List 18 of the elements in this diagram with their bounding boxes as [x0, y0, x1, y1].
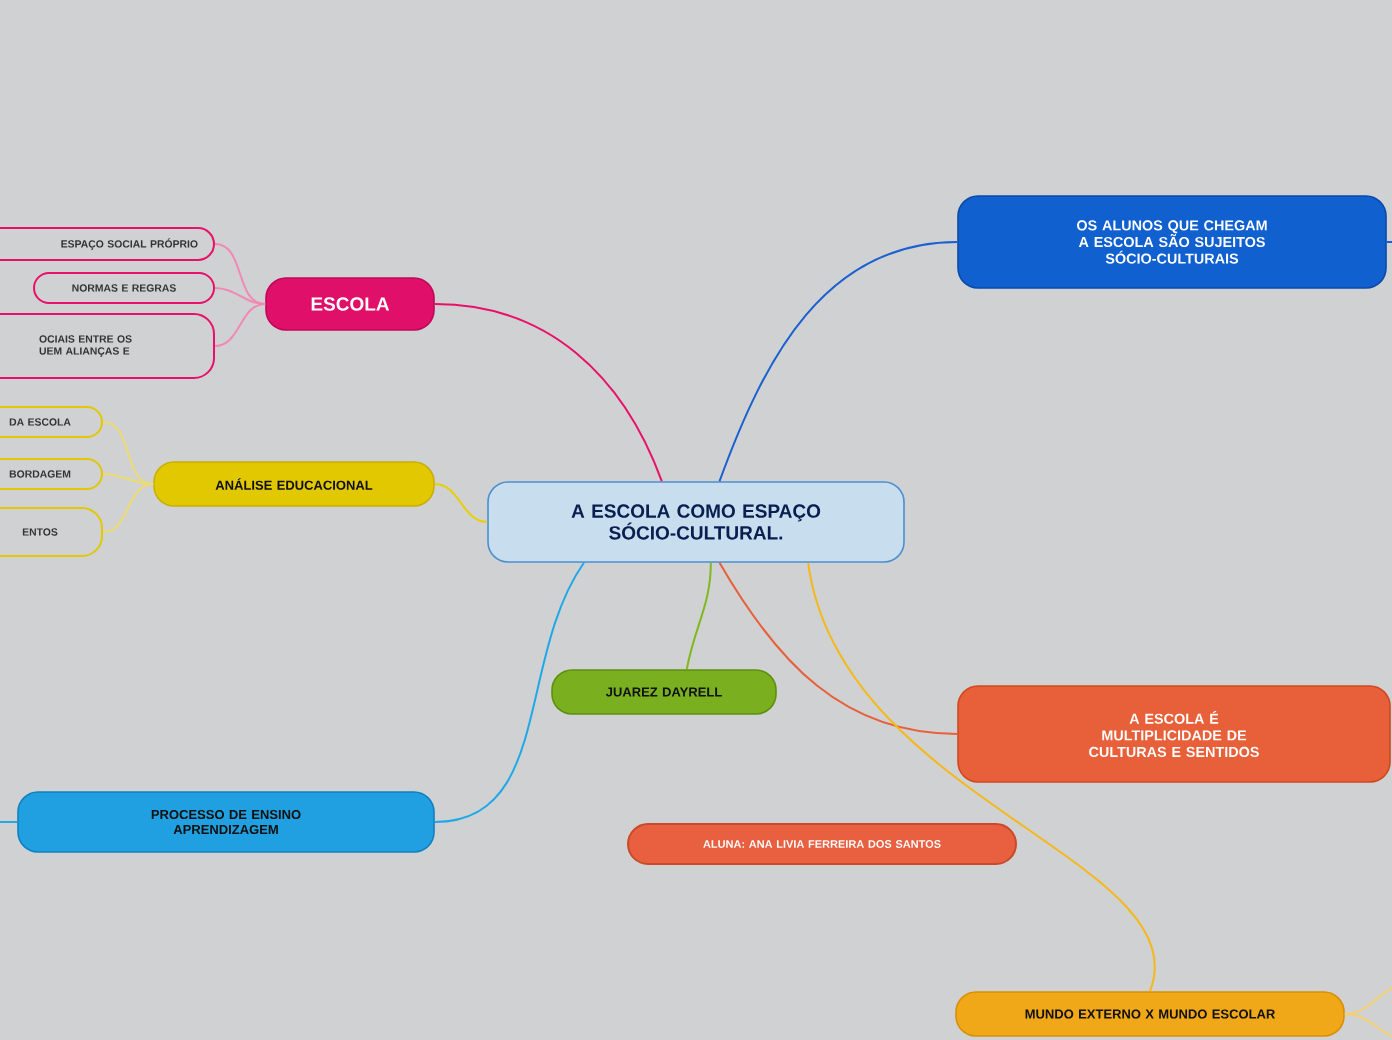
connector-line: [1385, 241, 1392, 243]
connector-line: [102, 483, 155, 533]
connector-line: [433, 561, 585, 823]
connector-line: [433, 303, 663, 483]
connector-line: [102, 421, 155, 485]
branch-box: ESCOLA: [265, 277, 435, 331]
connector-line: [685, 561, 712, 671]
connector-line: [718, 561, 959, 735]
connector-line: [214, 303, 267, 347]
connector-line: [718, 241, 959, 483]
connector-line: [102, 473, 155, 485]
connector-line: [214, 243, 267, 305]
connector-line: [1343, 1013, 1392, 1040]
connector-line: [0, 821, 19, 823]
connector-line: [807, 561, 1156, 993]
connector-line: [214, 287, 267, 305]
topic-box: A ESCOLA COMO ESPAÇO SÓCIO-CULTURAL.: [487, 481, 905, 563]
connector-line: [433, 483, 489, 523]
